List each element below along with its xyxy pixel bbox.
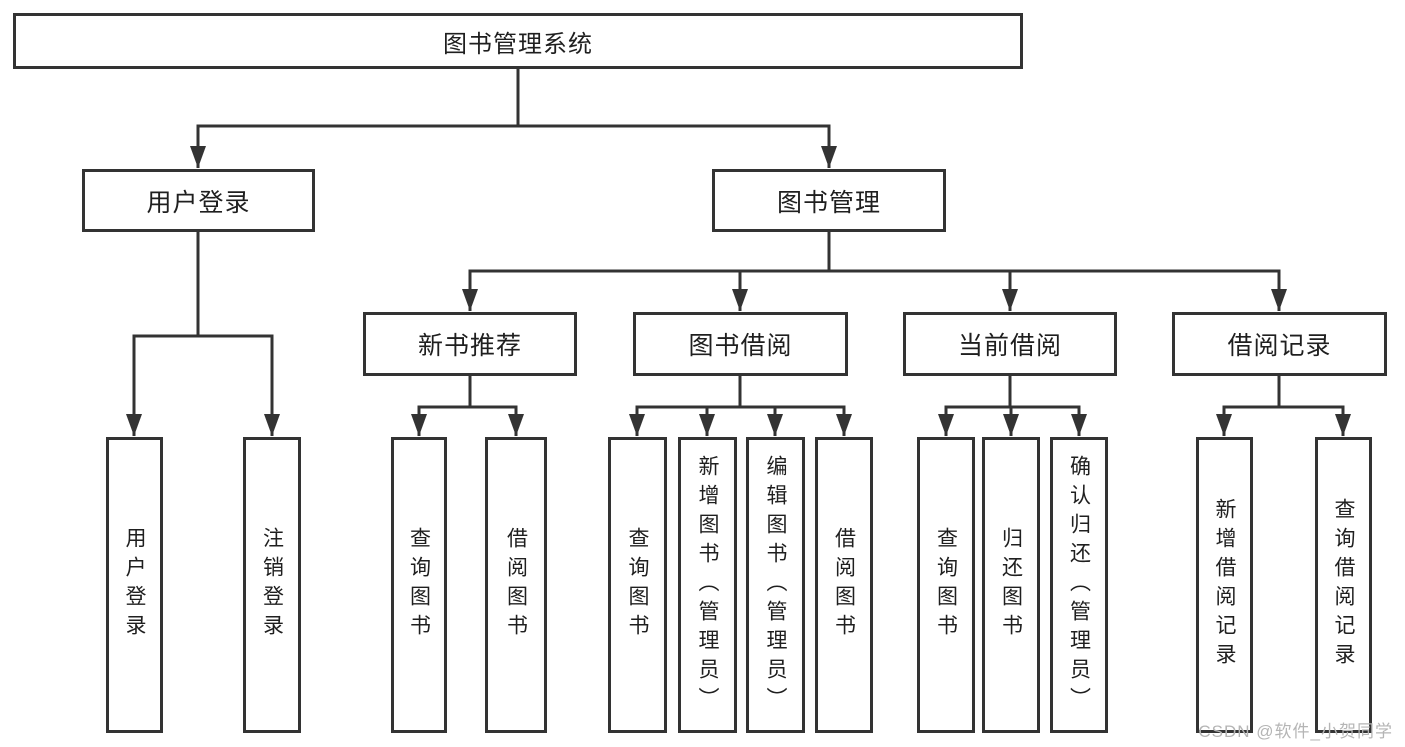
node-query-books-current-label: 查询图书	[934, 527, 958, 643]
node-book-borrow-label: 图书借阅	[688, 332, 793, 360]
node-query-books-borrow: 查询图书	[608, 437, 667, 733]
node-book-management-label: 图书管理	[776, 188, 881, 217]
node-query-books-borrow-label: 查询图书	[626, 527, 649, 643]
node-leaf-user-login: 用户登录	[106, 437, 163, 733]
node-query-borrow-record-label: 查询借阅记录	[1332, 498, 1355, 672]
node-leaf-user-login-label: 用户登录	[123, 527, 146, 643]
node-edit-books-admin: 编辑图书（管理员）	[746, 437, 805, 733]
node-new-book-recommend: 新书推荐	[363, 312, 577, 376]
node-add-borrow-record-label: 新增借阅记录	[1213, 498, 1236, 672]
node-return-books: 归还图书	[982, 437, 1040, 733]
node-add-borrow-record: 新增借阅记录	[1196, 437, 1253, 733]
node-current-borrow-label: 当前借阅	[957, 332, 1062, 360]
node-add-books-admin-label: 新增图书（管理员）	[696, 454, 719, 716]
node-query-books-recommend: 查询图书	[391, 437, 447, 733]
node-book-management: 图书管理	[712, 169, 946, 232]
node-return-books-label: 归还图书	[999, 527, 1023, 643]
node-confirm-return-admin-label: 确认归还（管理员）	[1067, 454, 1091, 716]
node-book-borrow: 图书借阅	[633, 312, 848, 376]
watermark: CSDN @软件_小贺同学	[1198, 722, 1393, 741]
node-root: 图书管理系统	[13, 13, 1023, 69]
node-borrow-books-recommend-label: 借阅图书	[504, 527, 528, 643]
node-leaf-logout: 注销登录	[243, 437, 301, 733]
node-borrow-books: 借阅图书	[815, 437, 873, 733]
node-root-label: 图书管理系统	[443, 30, 593, 58]
node-current-borrow: 当前借阅	[903, 312, 1117, 376]
node-borrow-records-label: 借阅记录	[1227, 332, 1332, 360]
node-add-books-admin: 新增图书（管理员）	[678, 437, 737, 733]
node-query-books-current: 查询图书	[917, 437, 975, 733]
node-query-borrow-record: 查询借阅记录	[1315, 437, 1372, 733]
node-borrow-books-label: 借阅图书	[832, 527, 856, 643]
node-borrow-records: 借阅记录	[1172, 312, 1387, 376]
node-borrow-books-recommend: 借阅图书	[485, 437, 547, 733]
node-user-login-label: 用户登录	[146, 188, 251, 217]
node-query-books-recommend-label: 查询图书	[407, 527, 431, 643]
node-edit-books-admin-label: 编辑图书（管理员）	[764, 454, 787, 716]
node-new-book-recommend-label: 新书推荐	[417, 332, 522, 360]
node-user-login: 用户登录	[82, 169, 315, 232]
node-leaf-logout-label: 注销登录	[260, 527, 284, 643]
node-confirm-return-admin: 确认归还（管理员）	[1050, 437, 1108, 733]
